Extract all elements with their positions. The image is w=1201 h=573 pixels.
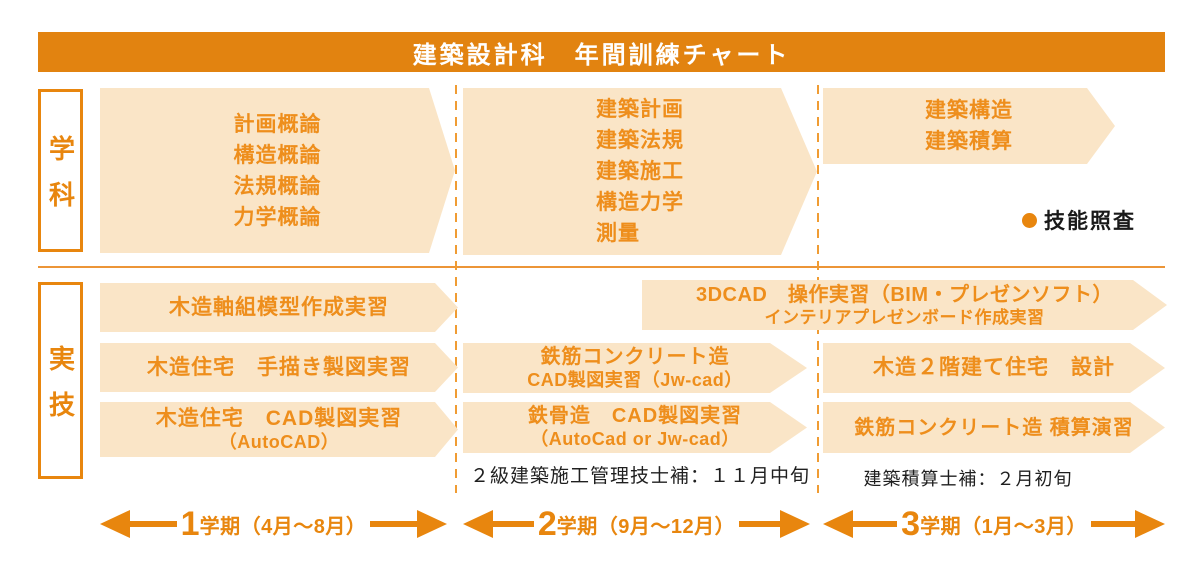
left-arrowhead-icon xyxy=(100,510,130,538)
right-arrowhead-icon xyxy=(417,510,448,538)
course-sub-name: （AutoCAD） xyxy=(218,431,340,452)
practical-rc-cad-arrow: 鉄筋コンクリート造 CAD製図実習（Jw-cad） xyxy=(463,343,807,393)
term-number: 2 xyxy=(537,505,557,543)
practical-wood-design-arrow: 木造２階建て住宅 設計 xyxy=(823,343,1165,393)
course-name: 3DCAD 操作実習（BIM・プレゼンソフト） xyxy=(695,283,1114,306)
course-sub-name: （AutoCad or Jw-cad） xyxy=(530,429,740,449)
term-number: 1 xyxy=(180,505,200,543)
term-number: 3 xyxy=(901,505,921,543)
course-name: 建築構造 xyxy=(925,99,1013,122)
right-arrowhead-icon xyxy=(780,510,811,538)
practical-rc-estimation-arrow: 鉄筋コンクリート造 積算演習 xyxy=(823,402,1165,453)
axis-line xyxy=(1090,521,1136,527)
term1-term2-divider xyxy=(455,85,457,493)
course-name: 建築法規 xyxy=(596,129,684,152)
axis-line xyxy=(370,521,418,527)
course-name: 建築積算 xyxy=(925,130,1013,153)
term-label: 学期（1月～3月） xyxy=(920,515,1087,538)
course-name: 構造概論 xyxy=(233,143,322,167)
chart-title: 建築設計科 年間訓練チャート xyxy=(412,41,791,69)
skill-check-item: 技能照査 xyxy=(1022,205,1136,235)
practical-wood-cad-arrow: 木造住宅 CAD製図実習 （AutoCAD） xyxy=(100,402,458,457)
term1-axis: 1 学期（4月～8月） xyxy=(100,507,448,541)
chart-title-banner: 建築設計科 年間訓練チャート xyxy=(38,32,1165,72)
term-label: 学期（4月～8月） xyxy=(199,515,367,538)
academic-term2-arrow: 建築計画 建築法規 建築施工 構造力学 測量 xyxy=(463,88,817,255)
course-sub-name: インテリアプレゼンボード作成実習 xyxy=(764,307,1045,327)
skill-check-label: 技能照査 xyxy=(1044,210,1136,233)
course-name: 木造軸組模型作成実習 xyxy=(169,295,389,319)
course-name: 木造住宅 CAD製図実習 xyxy=(155,406,403,430)
section-divider-line xyxy=(38,266,1165,268)
left-arrowhead-icon xyxy=(463,510,493,538)
right-arrowhead-icon xyxy=(1135,510,1166,538)
term3-label-group: 3 学期（1月～3月） xyxy=(901,507,1087,541)
academic-section-box: 学科 xyxy=(38,89,83,252)
academic-term1-arrow: 計画概論 構造概論 法規概論 力学概論 xyxy=(100,88,455,253)
course-name: 鉄筋コンクリート造 xyxy=(540,345,730,368)
course-name: 構造力学 xyxy=(596,191,684,214)
academic-term3-arrow: 建築構造 建築積算 xyxy=(823,88,1115,164)
course-name: 建築計画 xyxy=(596,98,684,121)
term3-axis: 3 学期（1月～3月） xyxy=(823,507,1166,541)
course-name: 力学概論 xyxy=(233,205,322,229)
practical-hand-drafting-arrow: 木造住宅 手描き製図実習 xyxy=(100,343,458,392)
axis-line xyxy=(130,521,177,527)
term2-certification-note: ２級建築施工管理技士補：１１月中旬 xyxy=(469,466,810,487)
practical-steel-cad-arrow: 鉄骨造 CAD製図実習 （AutoCad or Jw-cad） xyxy=(463,402,807,453)
term1-label-group: 1 学期（4月～8月） xyxy=(181,507,367,541)
term2-axis: 2 学期（9月～12月） xyxy=(463,507,811,541)
axis-line xyxy=(853,521,898,527)
course-name: 法規概論 xyxy=(233,174,322,198)
course-name: 鉄筋コンクリート造 積算演習 xyxy=(854,416,1134,439)
course-name: 木造２階建て住宅 設計 xyxy=(873,356,1115,379)
course-name: 鉄骨造 CAD製図実習 xyxy=(527,405,743,427)
axis-line xyxy=(493,521,534,527)
left-arrowhead-icon xyxy=(823,510,853,538)
academic-section-label: 学科 xyxy=(45,134,76,227)
course-name: 測量 xyxy=(596,222,640,245)
course-name: 計画概論 xyxy=(233,112,322,136)
term2-label-group: 2 学期（9月～12月） xyxy=(538,507,735,541)
term-label: 学期（9月～12月） xyxy=(556,515,736,538)
bullet-circle-icon xyxy=(1022,212,1037,228)
practical-3dcad-arrow: 3DCAD 操作実習（BIM・プレゼンソフト） インテリアプレゼンボード作成実習 xyxy=(642,280,1167,330)
term3-certification-note: 建築積算士補：２月初旬 xyxy=(863,469,1073,489)
course-sub-name: CAD製図実習（Jw-cad） xyxy=(527,369,743,390)
practical-model-arrow: 木造軸組模型作成実習 xyxy=(100,283,458,332)
practical-section-label: 実技 xyxy=(45,344,76,437)
practical-section-box: 実技 xyxy=(38,282,83,479)
course-name: 建築施工 xyxy=(596,160,684,183)
course-name: 木造住宅 手描き製図実習 xyxy=(147,355,411,379)
axis-line xyxy=(739,521,781,527)
